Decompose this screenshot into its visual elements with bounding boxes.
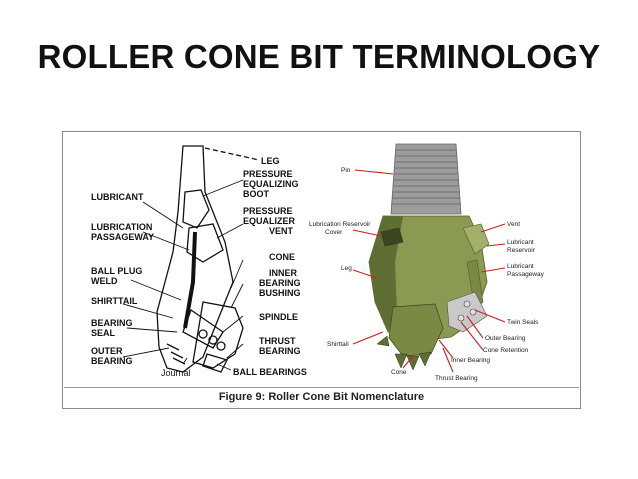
label-journal: Journal [161, 368, 191, 378]
label-cone: CONE [269, 252, 295, 262]
caption-bar: Figure 9: Roller Cone Bit Nomenclature [64, 387, 579, 408]
label-reservoir-cover-1: Lubrication Reservoir [309, 221, 371, 228]
left-labels: LEG PRESSURE EQUALIZING BOOT LUBRICANT P… [91, 156, 307, 378]
label-ball-plug-2: WELD [91, 276, 118, 286]
leg-dashed-line [205, 148, 259, 160]
label-lubricant-passageway-1: Lubricant [507, 263, 534, 270]
label-cone-retention: Cone Retention [483, 347, 529, 354]
journal-hatch [167, 344, 185, 364]
label-vent: Vent [507, 221, 520, 228]
label-lubricant-reservoir-2: Reservoir [507, 247, 536, 254]
retention-ball [458, 315, 464, 321]
ball-bearing-3 [217, 342, 225, 350]
label-bearing-seal-1: BEARING [91, 318, 133, 328]
label-twin-seals: Twin Seals [507, 319, 539, 326]
slide-title: ROLLER CONE BIT TERMINOLOGY [0, 38, 638, 76]
label-passageway-2: PASSAGEWAY [91, 232, 154, 242]
label-bearing-seal-2: SEAL [91, 328, 116, 338]
label-passageway-1: LUBRICATION [91, 222, 152, 232]
label-inner-bearing-3: BUSHING [259, 288, 301, 298]
label-right-outer-bearing: Outer Bearing [485, 335, 526, 342]
left-diagram [123, 146, 259, 372]
label-lubricant-passageway-2: Passageway [507, 271, 545, 278]
label-right-thrust-bearing: Thrust Bearing [435, 375, 478, 382]
right-diagram [353, 144, 505, 372]
label-ball-bearings: BALL BEARINGS [233, 367, 307, 377]
twin-seal-1 [464, 301, 470, 307]
label-boot-3: BOOT [243, 189, 270, 199]
label-right-cone: Cone [391, 369, 407, 376]
label-pin: Pin [341, 167, 351, 174]
label-inner-bearing-1: INNER [269, 268, 298, 278]
label-outer-bearing-2: BEARING [91, 356, 133, 366]
label-shirttail: SHIRTTAIL [91, 296, 138, 306]
label-right-shirttail: Shirttail [327, 341, 349, 348]
label-right-leg: Leg [341, 265, 352, 272]
label-inner-bearing-2: BEARING [259, 278, 301, 288]
label-spindle: SPINDLE [259, 312, 298, 322]
boot-outline [183, 190, 209, 228]
label-vent-1: PRESSURE [243, 206, 293, 216]
label-lubricant: LUBRICANT [91, 192, 144, 202]
label-thrust-bearing-1: THRUST [259, 336, 296, 346]
label-boot-1: PRESSURE [243, 169, 293, 179]
figure-caption: Figure 9: Roller Cone Bit Nomenclature [64, 391, 579, 403]
thrust-bearing-outline [203, 354, 227, 372]
label-right-inner-bearing: Inner Bearing [451, 357, 490, 364]
ball-bearing-2 [199, 330, 207, 338]
label-outer-bearing-1: OUTER [91, 346, 123, 356]
label-lubricant-reservoir-1: Lubricant [507, 239, 534, 246]
figure-drawing: LEG PRESSURE EQUALIZING BOOT LUBRICANT P… [63, 132, 580, 388]
label-vent-3: VENT [269, 226, 294, 236]
label-reservoir-cover-2: Cover [325, 229, 343, 236]
label-leg: LEG [261, 156, 280, 166]
label-ball-plug-1: BALL PLUG [91, 266, 142, 276]
label-thrust-bearing-2: BEARING [259, 346, 301, 356]
label-vent-2: EQUALIZER [243, 216, 296, 226]
figure-panel: LEG PRESSURE EQUALIZING BOOT LUBRICANT P… [62, 131, 581, 409]
label-boot-2: EQUALIZING [243, 179, 299, 189]
cone-body [389, 304, 443, 356]
